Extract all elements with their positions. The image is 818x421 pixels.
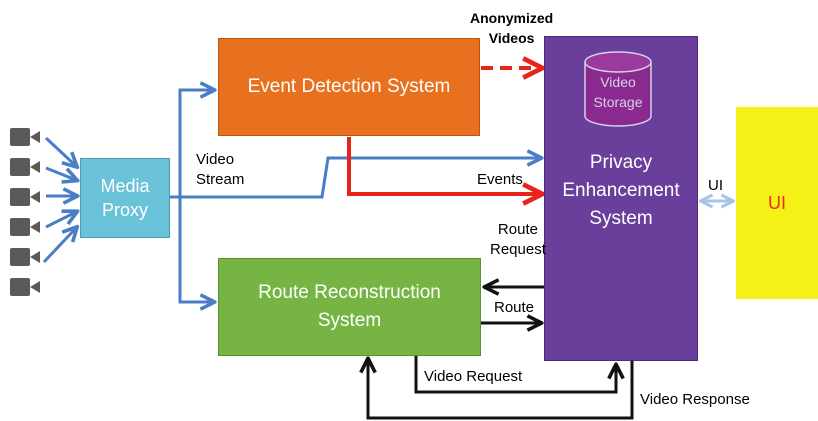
video-camera-icon (10, 248, 40, 266)
media-proxy-outputs (170, 90, 540, 302)
media-proxy-label: Media Proxy (100, 176, 150, 220)
database-icon (584, 51, 652, 127)
ui-node: UI (736, 107, 818, 299)
video-camera-icon (10, 218, 40, 236)
video-storage-node: Video Storage (583, 50, 653, 128)
events-label: Events (477, 171, 523, 188)
event-detection-node: Event Detection System (218, 38, 480, 136)
privacy-enhancement-label: Privacy Enhancement System (562, 152, 680, 229)
route-reconstruction-node: Route Reconstruction System (218, 258, 481, 356)
video-stream-label: Video Stream (196, 151, 245, 188)
video-request-arrow (414, 356, 616, 394)
video-camera-icon (10, 158, 40, 176)
anonymized-videos-label: Anonymized Videos (470, 10, 554, 46)
camera-inputs (42, 136, 76, 264)
events-arrow (347, 137, 540, 194)
video-storage-label: Video Storage (593, 74, 643, 110)
route-request-label: Route Request (490, 221, 546, 258)
video-response-label: Video Response (640, 391, 750, 408)
video-camera-icon (10, 128, 40, 146)
route-label: Route (494, 299, 535, 316)
ui-edge-label: UI (708, 177, 723, 194)
video-camera-icon (10, 278, 40, 296)
media-proxy-node: Media Proxy (80, 158, 170, 238)
video-response-arrow (368, 360, 634, 420)
video-request-label: Video Request (424, 368, 523, 385)
route-reconstruction-label: Route Reconstruction System (258, 282, 441, 331)
event-detection-label: Event Detection System (247, 76, 451, 97)
video-camera-icon (10, 188, 40, 206)
ui-node-label: UI (768, 192, 786, 213)
